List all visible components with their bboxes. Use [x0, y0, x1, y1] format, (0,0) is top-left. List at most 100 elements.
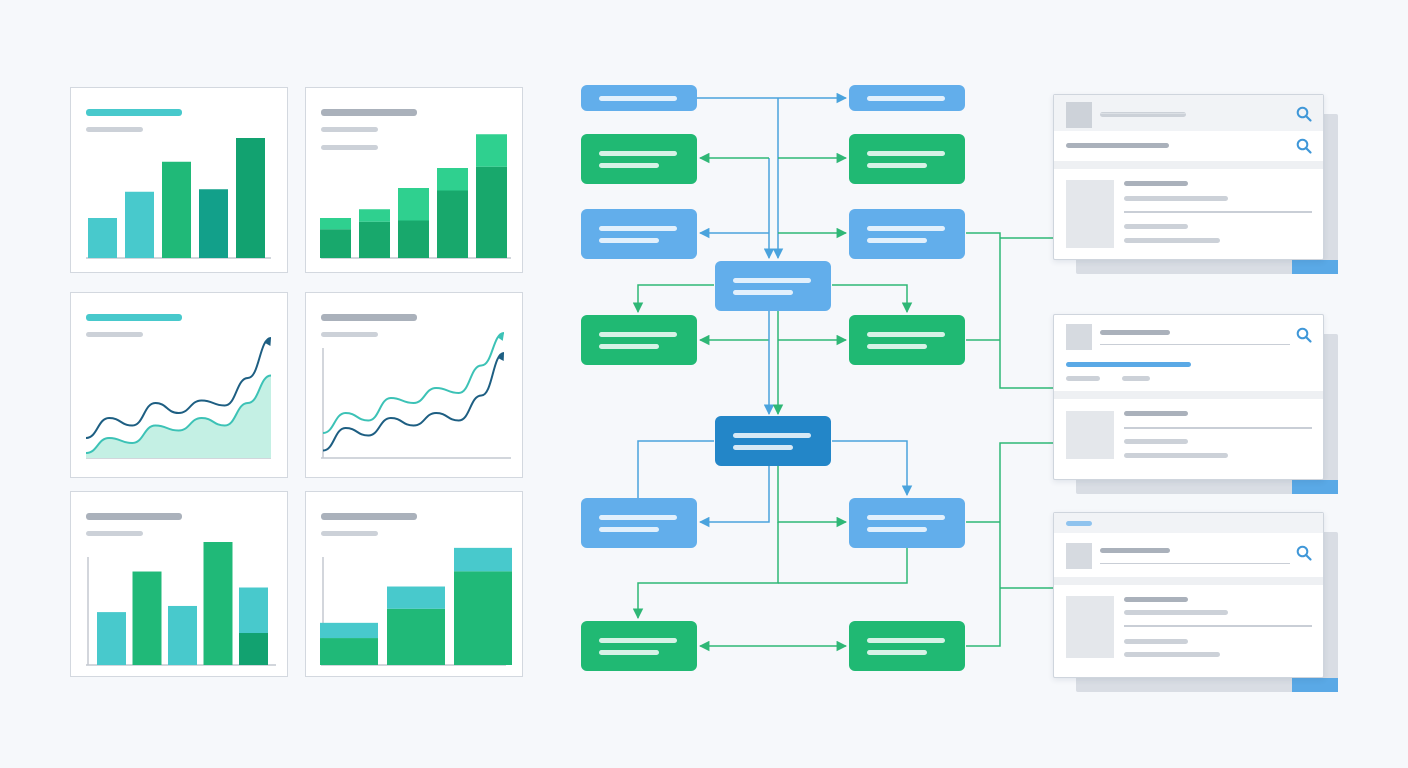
- bar: [168, 605, 197, 665]
- connector: [698, 466, 770, 528]
- trend-arrow-icon: [264, 338, 271, 346]
- chart-plot: [86, 138, 271, 259]
- trend-arrow-icon: [497, 353, 504, 361]
- bar-segment: [398, 188, 429, 221]
- bar: [132, 571, 162, 665]
- tab-indicator: [1066, 521, 1092, 526]
- chart-plot: [320, 134, 511, 259]
- bar: [162, 161, 191, 258]
- node-label-placeholder: [733, 445, 793, 450]
- ui-panel: [1053, 314, 1324, 480]
- panel-divider-band: [1054, 577, 1323, 585]
- flow-node[interactable]: [581, 209, 697, 259]
- search-icon[interactable]: [1296, 138, 1312, 154]
- bar-segment: [359, 209, 390, 222]
- search-icon[interactable]: [1296, 545, 1312, 561]
- placeholder-line: [1124, 411, 1188, 416]
- chart-card: [70, 491, 288, 677]
- divider: [1124, 625, 1312, 627]
- connector: [832, 284, 913, 314]
- flow-node[interactable]: [581, 621, 697, 671]
- chart-subtitle-placeholder: [86, 127, 143, 132]
- series-line: [85, 374, 272, 454]
- placeholder-line: [1066, 376, 1100, 381]
- bar-segment: [387, 586, 445, 609]
- flow-node[interactable]: [581, 134, 697, 184]
- chart-title-placeholder: [86, 513, 182, 520]
- panel-accent-tab: [1292, 480, 1338, 494]
- node-label-placeholder: [733, 290, 793, 295]
- area-fill: [86, 375, 271, 458]
- chart-card: [70, 87, 288, 273]
- flow-node[interactable]: [581, 315, 697, 365]
- divider: [1100, 563, 1290, 564]
- search-icon[interactable]: [1296, 106, 1312, 122]
- placeholder-line: [1124, 652, 1220, 657]
- node-label-placeholder: [867, 238, 927, 243]
- panel-toolbar: [1054, 513, 1323, 533]
- bar: [97, 612, 126, 665]
- flow-node[interactable]: [849, 498, 965, 548]
- bar-segment: [454, 547, 512, 572]
- node-label-placeholder: [599, 238, 659, 243]
- search-icon[interactable]: [1296, 327, 1312, 343]
- bar: [236, 138, 265, 258]
- bar-segment: [239, 633, 268, 665]
- placeholder-line: [1100, 330, 1170, 335]
- flow-node[interactable]: [849, 85, 965, 111]
- chart-subtitle-placeholder: [321, 145, 378, 150]
- node-label-placeholder: [599, 638, 677, 643]
- flow-node[interactable]: [581, 498, 697, 548]
- chart-subtitle-placeholder: [86, 531, 143, 536]
- node-label-placeholder: [867, 163, 927, 168]
- node-label-placeholder: [599, 332, 677, 337]
- divider: [1124, 427, 1312, 429]
- thumbnail-image: [1066, 180, 1114, 248]
- node-label-placeholder: [599, 515, 677, 520]
- trend-arrow-icon: [497, 333, 504, 341]
- chart-title-placeholder: [321, 513, 417, 520]
- flow-node[interactable]: [581, 85, 697, 111]
- flow-node[interactable]: [849, 621, 965, 671]
- chart-plot: [85, 337, 272, 459]
- node-label-placeholder: [867, 344, 927, 349]
- node-label-placeholder: [867, 226, 945, 231]
- bar: [203, 542, 233, 665]
- chart-subtitle-placeholder: [321, 127, 378, 132]
- thumbnail-image: [1066, 596, 1114, 658]
- flow-node[interactable]: [715, 261, 831, 311]
- panel-accent-tab: [1292, 678, 1338, 692]
- bar-segment: [476, 134, 507, 167]
- series-line: [322, 352, 505, 452]
- placeholder-line: [1124, 453, 1228, 458]
- ui-panel: [1053, 94, 1324, 260]
- placeholder-line: [1124, 439, 1188, 444]
- search-field-placeholder: [1066, 143, 1169, 148]
- placeholder-line: [1100, 112, 1186, 117]
- bar-segment: [476, 166, 507, 258]
- ui-panel: [1053, 512, 1324, 678]
- chart-title-placeholder: [86, 109, 182, 116]
- panel-toolbar: [1054, 95, 1323, 131]
- chart-title-placeholder: [86, 314, 182, 321]
- avatar: [1066, 102, 1092, 128]
- bar-segment: [437, 190, 468, 258]
- flow-node[interactable]: [715, 416, 831, 466]
- connector: [966, 232, 1054, 389]
- bar-segment: [387, 608, 445, 665]
- chart-plot: [321, 332, 511, 459]
- chart-card: [305, 87, 523, 273]
- placeholder-line: [1100, 548, 1170, 553]
- flow-node[interactable]: [849, 315, 965, 365]
- panel-divider-band: [1054, 391, 1323, 399]
- avatar: [1066, 324, 1092, 350]
- node-label-placeholder: [733, 278, 811, 283]
- node-label-placeholder: [599, 344, 659, 349]
- flow-node[interactable]: [849, 209, 965, 259]
- bar-segment: [359, 221, 390, 258]
- connector: [632, 284, 714, 314]
- flow-node[interactable]: [849, 134, 965, 184]
- bar-segment: [320, 218, 351, 230]
- node-label-placeholder: [733, 433, 811, 438]
